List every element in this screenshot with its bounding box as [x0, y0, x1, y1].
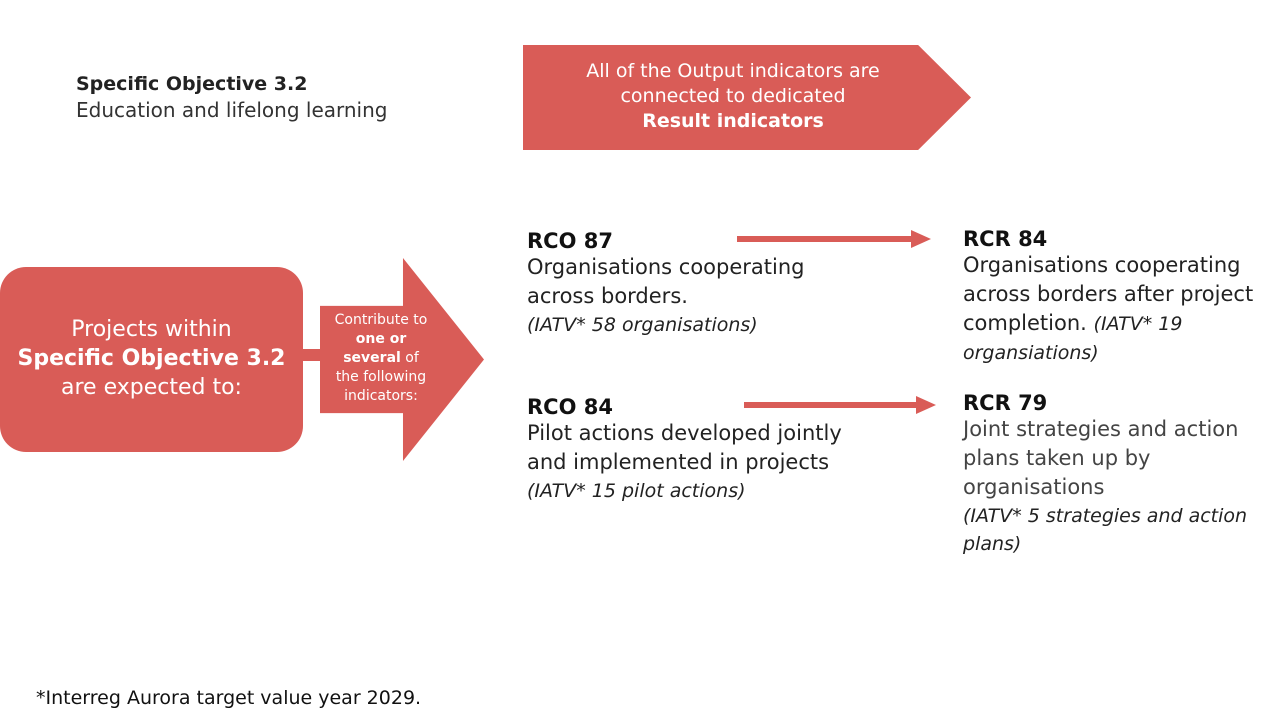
objective-subtitle: Education and lifelong learning — [76, 98, 388, 122]
indicator-description: Organisations cooperating across borders… — [963, 253, 1254, 364]
result-indicator-rcr79: RCR 79 Joint strategies and action plans… — [963, 391, 1273, 558]
indicator-code: RCO 87 — [527, 229, 613, 253]
indicator-code: RCO 84 — [527, 395, 613, 419]
arrow-shaft — [737, 236, 913, 242]
projects-line-1: Projects within — [71, 317, 232, 342]
banner-text: All of the Output indicators are connect… — [523, 59, 943, 134]
connector-bar — [300, 349, 322, 361]
arrow-head — [911, 230, 931, 248]
contribute-line-5: indicators: — [344, 388, 418, 404]
projects-box — [0, 267, 303, 452]
projects-line-2: Specific Objective 3.2 — [17, 346, 286, 371]
indicator-description: Joint strategies and action plans taken … — [963, 417, 1239, 499]
arrow-rco84-to-rcr79 — [744, 396, 936, 414]
indicator-code: RCR 84 — [963, 227, 1048, 251]
contribute-line-2: one or — [355, 331, 407, 347]
arrow-head — [916, 396, 936, 414]
footnote: *Interreg Aurora target value year 2029. — [36, 687, 422, 709]
projects-box-text: Projects within Specific Objective 3.2 a… — [0, 315, 303, 402]
indicator-target: (IATV* 19 organsiations) — [963, 313, 1183, 364]
banner-line-3: Result indicators — [642, 110, 824, 132]
projects-line-3: are expected to: — [61, 375, 242, 400]
result-indicators-banner-arrow — [523, 45, 971, 150]
contribute-line-3: several of — [343, 350, 419, 366]
objective-title: Specific Objective 3.2 — [76, 73, 308, 95]
indicator-description: Pilot actions developed jointly and impl… — [527, 421, 842, 474]
output-indicator-rco84: RCO 84 Pilot actions developed jointly a… — [527, 395, 847, 505]
indicator-description: Organisations cooperating across borders… — [527, 255, 805, 308]
banner-line-2: connected to dedicated — [620, 85, 846, 107]
output-indicator-rco87: RCO 87 Organisations cooperating across … — [527, 229, 847, 339]
indicator-target: (IATV* 15 pilot actions) — [527, 480, 746, 502]
contribute-line-1: Contribute to — [334, 312, 428, 328]
contribute-line-4: the following — [335, 369, 427, 385]
indicator-code: RCR 79 — [963, 391, 1048, 415]
indicator-target: (IATV* 5 strategies and action plans) — [963, 505, 1248, 555]
indicator-target: (IATV* 58 organisations) — [527, 314, 758, 336]
banner-line-1: All of the Output indicators are — [586, 60, 880, 82]
arrow-rco87-to-rcr84 — [737, 230, 931, 248]
result-indicator-rcr84: RCR 84 Organisations cooperating across … — [963, 227, 1263, 367]
contribute-text: Contribute to one or several of the foll… — [322, 311, 440, 406]
arrow-shaft — [744, 402, 918, 408]
